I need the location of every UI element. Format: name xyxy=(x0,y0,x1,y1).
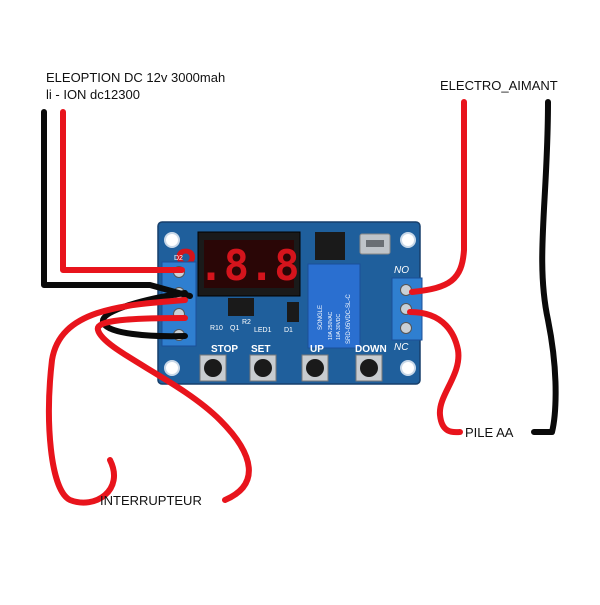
button-label-down: DOWN xyxy=(355,344,387,355)
switch-label: INTERRUPTEUR xyxy=(100,493,202,508)
electromagnet-black-wire xyxy=(531,99,559,435)
relay-timer-board: 8.8.8. SONGLE 10A 250VAC 10A 30VDC SRD-0… xyxy=(157,221,423,385)
label-r2: R2 xyxy=(242,319,251,326)
stop-button[interactable] xyxy=(199,354,227,382)
relay xyxy=(307,263,361,349)
label-r10: R10 xyxy=(210,325,223,332)
relay-text-2: 10A 250VAC xyxy=(328,311,334,340)
set-button[interactable] xyxy=(249,354,277,382)
regulator-chip xyxy=(315,232,345,260)
switch-red-wire-1 xyxy=(46,297,188,506)
usb-slot xyxy=(366,240,384,247)
mount-hole-bl xyxy=(164,360,180,376)
label-no: NO xyxy=(394,265,409,276)
up-button[interactable] xyxy=(301,354,329,382)
mount-hole-br xyxy=(400,360,416,376)
display-window xyxy=(204,240,294,288)
label-d2: D2 xyxy=(174,255,183,262)
button-label-stop: STOP xyxy=(211,344,238,355)
electromagnet-red-wire xyxy=(409,99,467,295)
battery-red-wire xyxy=(60,109,185,273)
switch-red-wire-2 xyxy=(94,315,252,503)
label-q1: Q1 xyxy=(230,325,239,332)
relay-screw-nc[interactable] xyxy=(400,322,412,334)
label-d1: D1 xyxy=(284,327,293,334)
battery-aa-label: PILE AA xyxy=(465,425,514,440)
relay-text-1: SONGLE xyxy=(318,305,324,330)
label-nc: NC xyxy=(394,342,409,353)
relay-text-3: 10A 30VDC xyxy=(336,313,342,340)
button-label-set: SET xyxy=(251,344,270,355)
wires xyxy=(41,99,559,506)
battery-aa-red-wire xyxy=(407,309,463,436)
mount-hole-tr xyxy=(400,232,416,248)
transistor xyxy=(228,298,254,316)
down-button[interactable] xyxy=(355,354,383,382)
display-digits: 8.8.8. xyxy=(173,241,325,290)
electromagnet-label: ELECTRO_AIMANT xyxy=(440,78,558,93)
button-label-up: UP xyxy=(310,344,324,355)
relay-text-4: SRD-05VDC-SL-C xyxy=(346,294,352,344)
diode-d1 xyxy=(287,302,299,322)
mount-hole-tl xyxy=(164,232,180,248)
battery-label-line2: li - ION dc12300 xyxy=(46,87,140,102)
label-led1: LED1 xyxy=(254,327,272,334)
battery-label-line1: ELEOPTION DC 12v 3000mah xyxy=(46,70,226,85)
